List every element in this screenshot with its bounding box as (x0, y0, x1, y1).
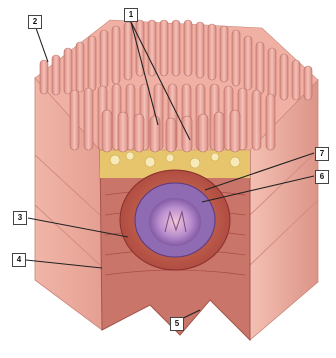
germinal-center (149, 198, 201, 246)
callout-label-6: 6 (315, 170, 329, 184)
callout-label-5: 5 (170, 317, 184, 331)
callout-label-7: 7 (315, 147, 329, 161)
callout-label-2: 2 (28, 15, 42, 29)
callout-label-3: 3 (13, 211, 27, 225)
callout-label-4: 4 (12, 253, 26, 267)
callout-label-1: 1 (124, 8, 138, 22)
